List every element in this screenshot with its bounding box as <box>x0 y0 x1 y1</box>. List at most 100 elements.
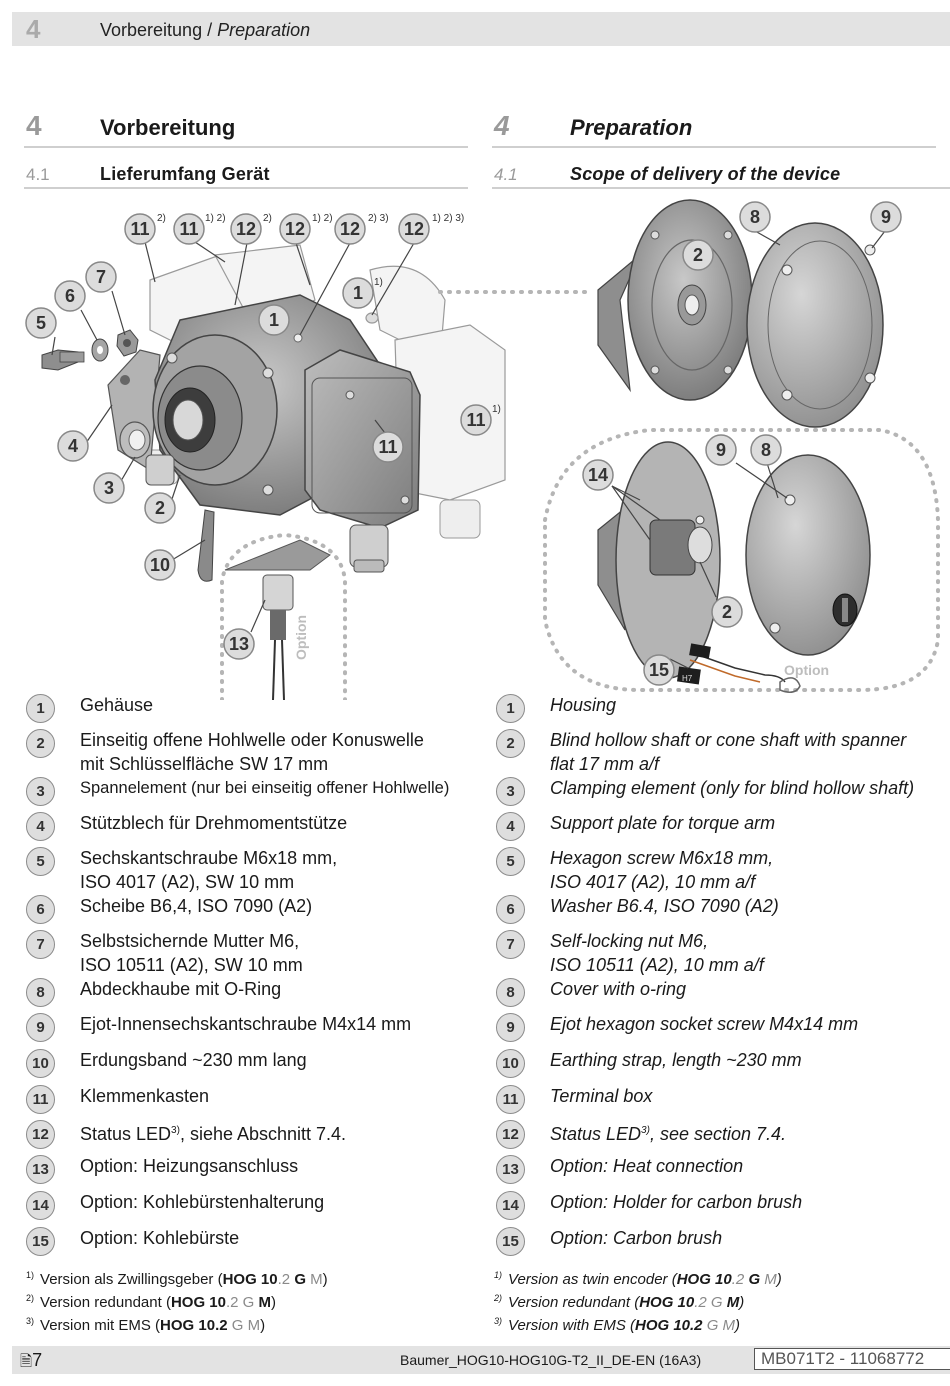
divider <box>24 187 468 189</box>
page-icon: 🗎 <box>20 1353 33 1370</box>
svg-text:2: 2 <box>693 245 703 265</box>
item-description: Support plate for torque arm <box>550 813 776 833</box>
item-number-badge: 8 <box>496 978 525 1007</box>
subsection-title-en: Scope of delivery of the device <box>570 164 841 184</box>
divider <box>492 187 950 189</box>
item-description: Clamping element (only for blind hollow … <box>550 778 915 798</box>
item-number-badge: 11 <box>496 1085 525 1114</box>
leader-lines <box>51 230 886 669</box>
svg-text:7: 7 <box>96 267 106 287</box>
ghost-twin-housing <box>149 244 506 501</box>
item-description: Status LED3), siehe Abschnitt 7.4. <box>80 1124 347 1144</box>
svg-text:11: 11 <box>378 437 397 457</box>
subsection-title-de: Lieferumfang Gerät <box>100 164 270 184</box>
item-description: Sechskantschraube M6x18 mm,ISO 4017 (A2)… <box>80 848 338 892</box>
svg-text:2): 2) <box>157 213 166 224</box>
item-number-badge: 14 <box>496 1191 525 1220</box>
footnote: 1)Version as twin encoder (HOG 10.2 G M) <box>494 1270 782 1288</box>
document-code: MB071T2 - 11068772 <box>754 1348 950 1370</box>
item-number-badge: 9 <box>496 1013 525 1042</box>
svg-text:13: 13 <box>229 634 249 654</box>
item-description: Option: Holder for carbon brush <box>550 1192 803 1212</box>
item-description: Klemmenkasten <box>80 1086 210 1106</box>
item-number-badge: 5 <box>496 847 525 876</box>
footnotes-de: 1)Version als Zwillingsgeber (HOG 10.2 G… <box>26 1266 328 1335</box>
svg-text:11: 11 <box>466 410 485 430</box>
item-description: Einseitig offene Hohlwelle oder Konuswel… <box>80 730 424 774</box>
item-number-badge: 6 <box>26 895 55 924</box>
item-description: Status LED3), see section 7.4. <box>550 1124 787 1144</box>
option-label-brush: Option <box>784 662 829 678</box>
rear-flange <box>597 199 753 401</box>
footnote: 3)Version mit EMS (HOG 10.2 G M) <box>26 1316 266 1334</box>
svg-text:8: 8 <box>750 207 760 227</box>
divider <box>492 146 936 148</box>
svg-text:10: 10 <box>150 555 170 575</box>
svg-text:12: 12 <box>285 219 305 239</box>
item-description: Abdeckhaube mit O-Ring <box>80 979 282 999</box>
option-outline-heat <box>220 532 347 700</box>
footnote: 2)Version redundant (HOG 10.2 G M) <box>26 1293 276 1311</box>
item-number-badge: 4 <box>496 812 525 841</box>
item-number-badge: 5 <box>26 847 55 876</box>
item-number-badge: 11 <box>26 1085 55 1114</box>
divider <box>24 146 468 148</box>
svg-text:1: 1 <box>353 283 363 303</box>
item-number-badge: 15 <box>26 1227 55 1256</box>
item-number-badge: 12 <box>496 1120 525 1149</box>
item-number-badge: 3 <box>496 777 525 806</box>
item-description: Spannelement (nur bei einseitig offener … <box>80 779 450 797</box>
svg-text:1: 1 <box>269 310 279 330</box>
device-exploded-view: H7 Option Option 11 11 <box>25 199 940 700</box>
svg-text:9: 9 <box>881 207 891 227</box>
item-description: Option: Kohlebürstenhalterung <box>80 1192 325 1212</box>
item-number-badge: 12 <box>26 1120 55 1149</box>
page-footer: 🗎7 Baumer_HOG10-HOG10G-T2_II_DE-EN (16A3… <box>12 1346 950 1374</box>
option-outline-brush <box>543 428 940 692</box>
footnote: 3)Version with EMS (HOG 10.2 G M) <box>494 1316 741 1334</box>
item-number-badge: 13 <box>496 1155 525 1184</box>
item-description: Option: Heizungsanschluss <box>80 1156 299 1176</box>
item-number-badge: 10 <box>26 1049 55 1078</box>
item-number-badge: 15 <box>496 1227 525 1256</box>
item-number-badge: 2 <box>26 729 55 758</box>
brush-cover <box>745 454 871 656</box>
svg-text:11: 11 <box>179 219 198 239</box>
item-description: Ejot hexagon socket screw M4x14 mm <box>550 1014 859 1034</box>
item-description: Terminal box <box>550 1086 653 1106</box>
cover-with-o-ring <box>746 222 884 428</box>
page-header-bar: 4 Vorbereitung / Preparation <box>12 12 950 46</box>
figure-callouts: 11 11 12 12 12 12 2) 1) 2) 2) 1) 2) 2) 3… <box>25 201 902 686</box>
item-number-badge: 4 <box>26 812 55 841</box>
item-number-badge: 7 <box>496 930 525 959</box>
svg-text:1): 1) <box>492 404 501 415</box>
svg-text:6: 6 <box>65 286 75 306</box>
svg-text:12: 12 <box>404 219 424 239</box>
subsection-number-de: 4.1 <box>26 165 50 184</box>
item-number-badge: 9 <box>26 1013 55 1042</box>
item-description: Blind hollow shaft or cone shaft with sp… <box>550 730 907 774</box>
item-description: Hexagon screw M6x18 mm,ISO 4017 (A2), 10… <box>550 848 774 892</box>
svg-text:9: 9 <box>716 440 726 460</box>
item-description: Option: Kohlebürste <box>80 1228 240 1248</box>
item-number-badge: 3 <box>26 777 55 806</box>
section-number-en: 4 <box>494 110 510 141</box>
item-description: Cover with o-ring <box>550 979 687 999</box>
svg-text:1) 2): 1) 2) <box>205 213 226 224</box>
svg-text:1): 1) <box>374 277 383 288</box>
page-number: 🗎7 <box>20 1350 43 1370</box>
callout: 11 11 12 12 12 12 <box>124 213 430 245</box>
screw-washer-nut <box>41 329 139 371</box>
svg-text:2: 2 <box>155 498 165 518</box>
svg-text:5: 5 <box>36 313 46 333</box>
svg-text:1) 2) 3): 1) 2) 3) <box>432 213 464 224</box>
svg-text:12: 12 <box>236 219 256 239</box>
item-description: Self-locking nut M6,ISO 10511 (A2), 10 m… <box>550 931 764 975</box>
item-number-badge: 14 <box>26 1191 55 1220</box>
item-description: Ejot-Innensechskantschraube M4x14 mm <box>80 1014 412 1034</box>
item-number-badge: 7 <box>26 930 55 959</box>
item-description: Stützblech für Drehmomentstütze <box>80 813 348 833</box>
svg-text:3: 3 <box>104 478 114 498</box>
chapter-number: 4 <box>26 14 41 44</box>
item-description: Housing <box>550 695 617 715</box>
